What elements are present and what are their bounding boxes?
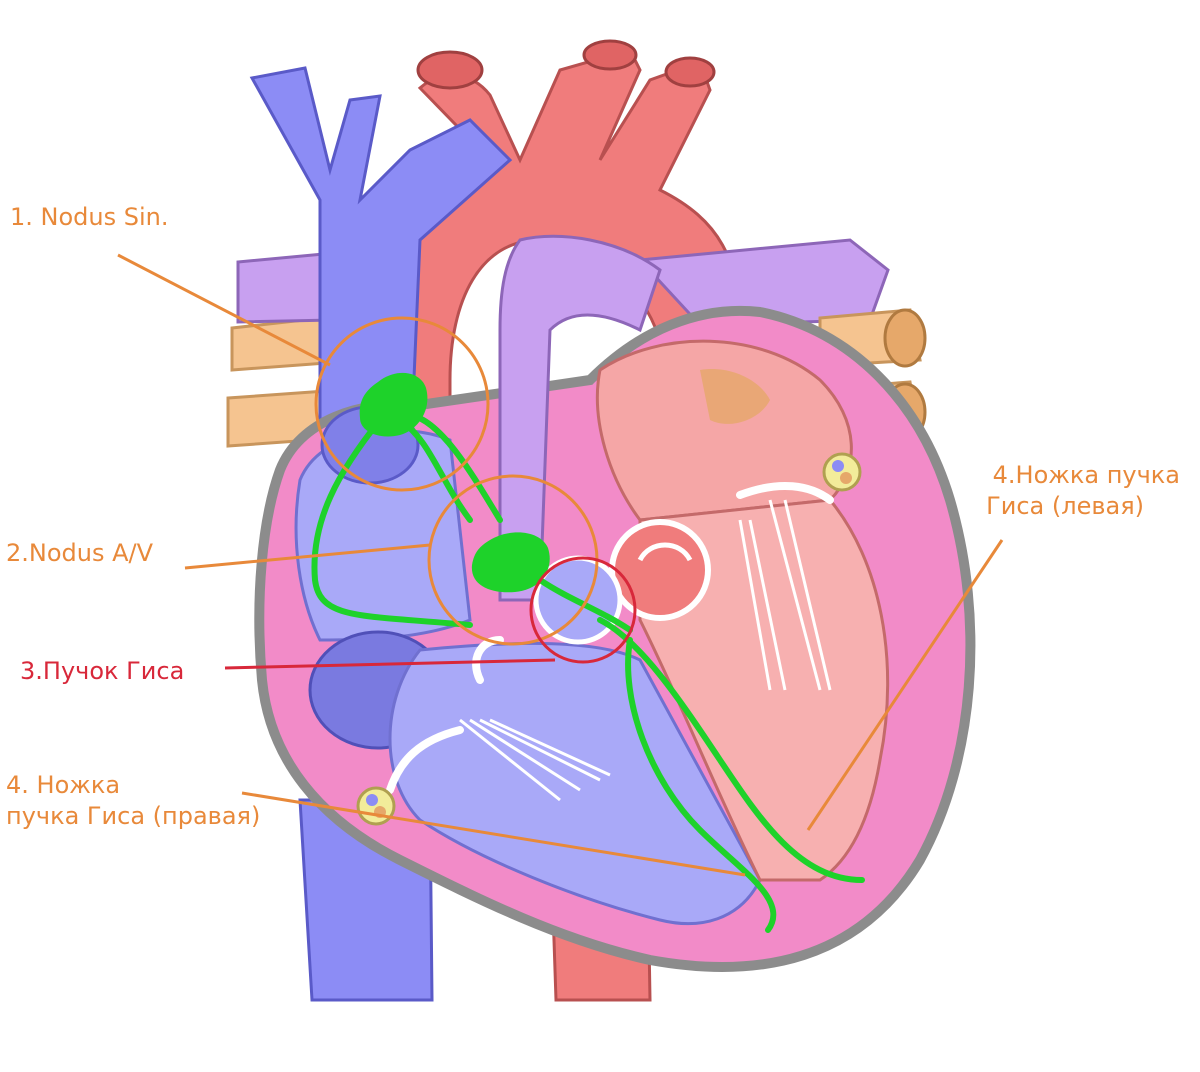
label-right-branch-line2: пучка Гиса (правая): [6, 802, 261, 831]
bundle-of-his-leader: [224, 658, 556, 670]
left-atrium: [595, 339, 853, 522]
label-left-branch-line1: 4.Ножка пучка: [992, 461, 1180, 489]
aorta: [390, 39, 742, 472]
coronary-vessel-left: [822, 452, 862, 492]
coronary-vessel-right: [356, 786, 396, 826]
label-left-bundle-branch: 4.Ножка пучка Гиса (левая): [986, 460, 1180, 522]
sa-node-mark: [359, 372, 428, 437]
label-av-node: 2.Nodus A/V: [6, 539, 154, 567]
pulmonary-trunk: [498, 234, 662, 602]
label-right-branch-line1: 4. Ножка: [6, 771, 121, 799]
av-node-leader: [184, 543, 431, 570]
label-bundle-of-his: 3.Пучок Гиса: [20, 657, 185, 685]
sa-node-leader: [117, 253, 331, 367]
aortic-valve: [609, 519, 711, 621]
av-node-mark: [471, 532, 550, 593]
label-right-bundle-branch: 4. Ножка пучка Гиса (правая): [6, 770, 260, 832]
label-sa-node: 1. Nodus Sin.: [10, 203, 169, 231]
internodal-path: [311, 417, 473, 628]
sa-node-highlight: [314, 316, 490, 492]
right-branch-leader: [241, 791, 746, 877]
left-bundle-branch-path: [597, 617, 865, 883]
mitral-valve: [700, 369, 770, 424]
left-branch-leader: [806, 539, 1004, 831]
label-left-branch-line2: Гиса (левая): [986, 492, 1144, 521]
right-bundle-branch-path: [625, 637, 777, 933]
bundle-of-his-highlight: [529, 556, 637, 664]
chordae-tendineae: [459, 499, 832, 802]
